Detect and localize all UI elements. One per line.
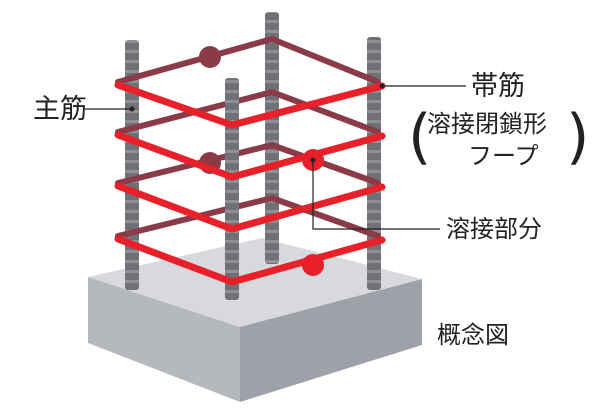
- rebar-back-center: [265, 12, 279, 264]
- hoop-back-edge-1: [115, 35, 381, 85]
- label-concept: 概念図: [437, 321, 509, 349]
- paren-close: ): [566, 102, 590, 172]
- hoop-front-edge-3: [114, 182, 386, 233]
- hoop-back-edge-2: [115, 88, 381, 135]
- leader-endpoints: [129, 83, 385, 163]
- hoop-back-edges: [115, 35, 381, 239]
- label-hoop: 帯筋: [471, 71, 525, 102]
- hoop-back-edge-3: [115, 141, 381, 186]
- base-left: [88, 277, 240, 402]
- weld-dot-back-1: [199, 46, 221, 68]
- rebar-back-left: [125, 40, 139, 290]
- leader-dot-hoop: [379, 83, 385, 89]
- hoop-front-edge-1: [114, 81, 386, 129]
- leader-dot-weld: [310, 157, 316, 163]
- rebars-back: [125, 12, 381, 290]
- label-hoop-type-line2: フープ: [468, 142, 539, 170]
- hoop-front-edge-4: [114, 235, 386, 286]
- label-hoop-type-line1: 溶接閉鎖形: [427, 110, 547, 138]
- label-main-rebar: 主筋: [33, 94, 87, 125]
- leader-dot-main: [129, 106, 135, 112]
- label-weld: 溶接部分: [446, 215, 542, 243]
- rebar-front: [225, 78, 239, 300]
- rebar-back-right: [367, 37, 381, 290]
- hoop-back-edge-4: [115, 194, 381, 239]
- leader-lines: [85, 85, 466, 230]
- base-right: [240, 279, 422, 402]
- weld-dots-front: [302, 149, 324, 276]
- leader-weld: [312, 160, 440, 230]
- hoop-front-edge-2: [114, 131, 386, 181]
- weld-dot-front-2: [302, 254, 324, 276]
- hoop-front-edges: [114, 81, 386, 286]
- paren-open: (: [408, 102, 432, 172]
